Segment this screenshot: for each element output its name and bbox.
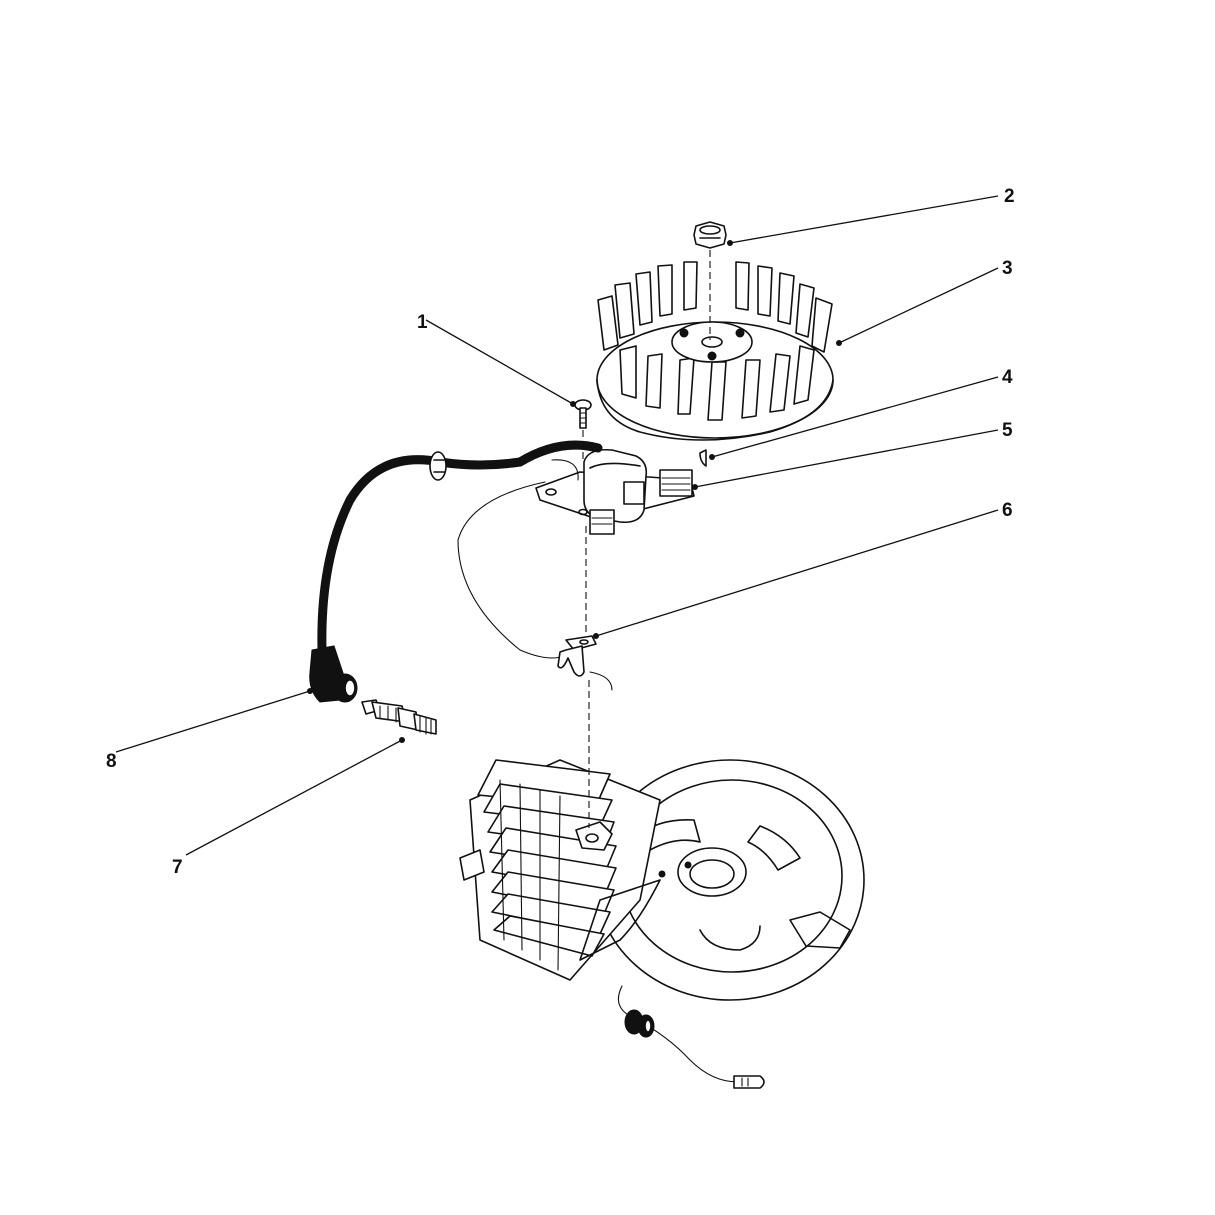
assembly-centerline — [582, 430, 590, 828]
callout-6: 6 — [1002, 500, 1013, 521]
engine-wire — [617, 985, 765, 1089]
ground-wire — [457, 481, 565, 659]
callout-3: 3 — [1002, 258, 1013, 279]
spark-plug-lead — [309, 440, 603, 703]
callout-4: 4 — [1002, 367, 1013, 388]
callout-7: 7 — [172, 857, 183, 878]
woodruff-key — [699, 449, 707, 467]
spark-plug — [361, 699, 437, 735]
leader-lines — [115, 195, 999, 856]
callout-1: 1 — [417, 312, 428, 333]
flywheel-nut — [693, 221, 727, 249]
callout-5: 5 — [1002, 420, 1013, 441]
ignition-module — [535, 448, 695, 535]
wire-clip — [557, 635, 613, 691]
callout-2: 2 — [1004, 186, 1015, 207]
mounting-screw — [574, 399, 592, 429]
flywheel — [596, 261, 834, 441]
callout-8: 8 — [106, 751, 117, 772]
engine-block — [459, 759, 865, 1001]
